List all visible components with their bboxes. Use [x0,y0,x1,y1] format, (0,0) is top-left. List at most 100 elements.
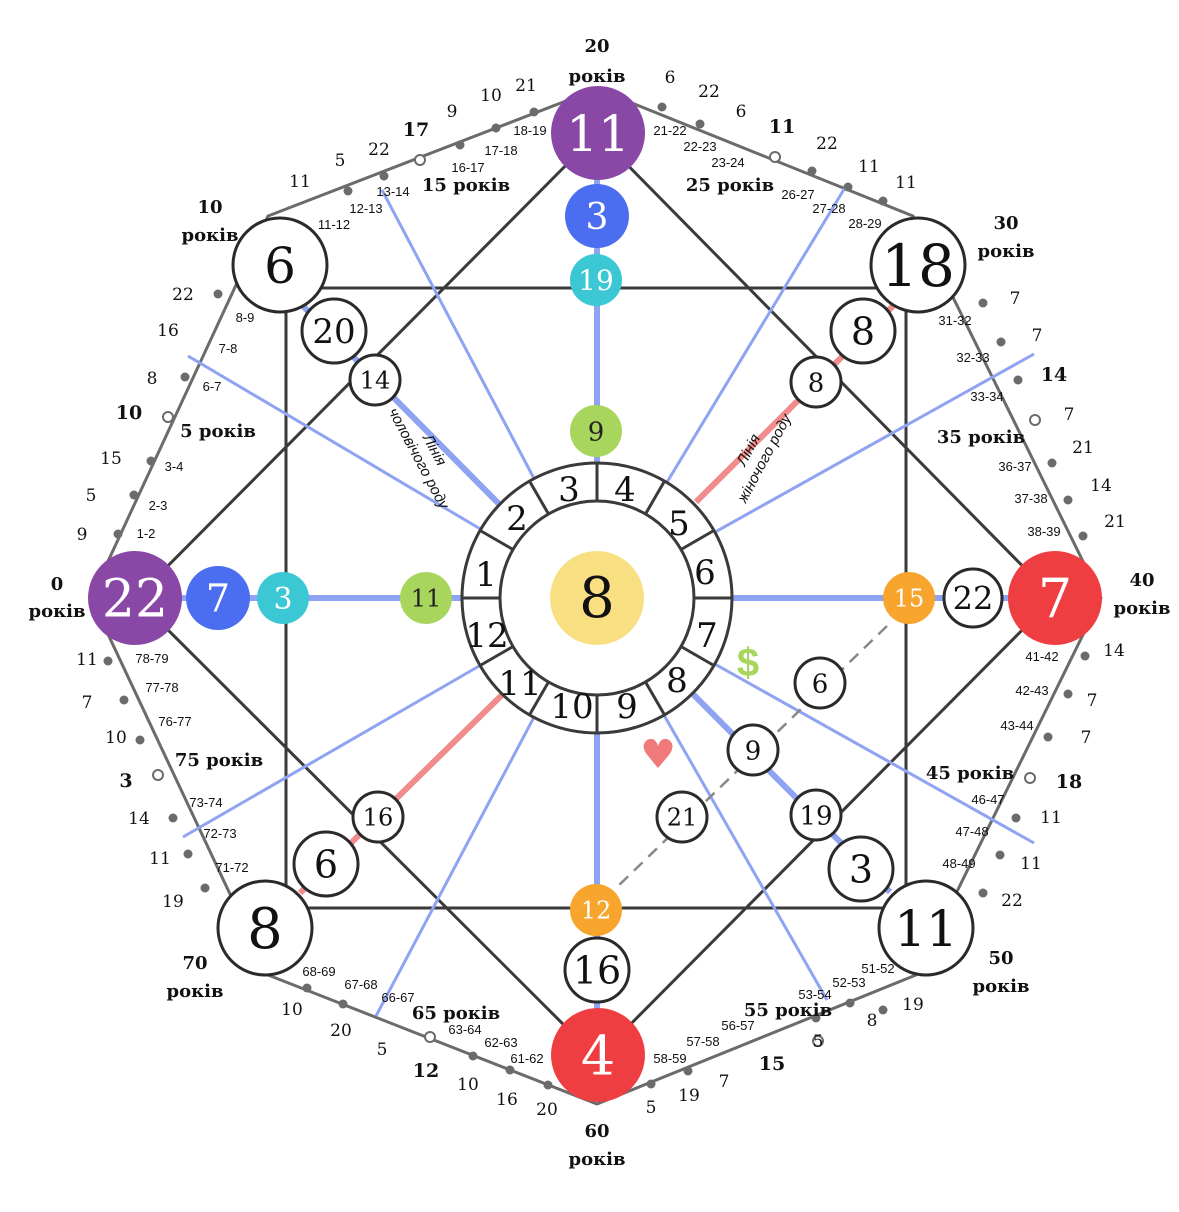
period-label: 52-53 [832,975,865,990]
outer-number: 17 [403,119,429,141]
node-tl-3[interactable]: 14 [348,353,402,407]
ring-number: 9 [616,687,638,727]
period-label: 16-17 [451,160,484,175]
period-label: 17-18 [484,143,517,158]
node-right-main[interactable]: 7 [1008,551,1102,645]
outer-number: 7 [1087,691,1098,711]
period-label: 31-32 [938,313,971,328]
node-value: 16 [363,804,394,832]
age-label: 70 [182,953,207,974]
node-left-3[interactable]: 3 [257,572,309,624]
outer-number: 15 [759,1053,785,1075]
period-label: 67-68 [344,977,377,992]
age-dot [996,337,1006,347]
node-circle [570,884,622,936]
age-dot [491,123,501,133]
node-bl-3[interactable]: 16 [351,790,405,844]
node-top-4[interactable]: 9 [570,405,622,457]
node-circle [942,567,1004,629]
node-tr-2[interactable]: 8 [829,297,897,365]
node-value: 11 [411,585,442,613]
node-money-3[interactable]: 21 [655,790,709,844]
outer-number: 8 [147,369,158,389]
outer-number: 21 [1104,512,1126,532]
outer-number: 22 [698,82,720,102]
age-dot [146,456,156,466]
age-label: років [978,241,1035,262]
node-value: 12 [581,897,612,925]
node-circle [348,353,402,407]
node-circle [726,723,780,777]
node-money-2[interactable]: 9 [726,723,780,777]
outer-number: 7 [82,693,93,713]
node-br-main[interactable]: 11 [877,879,975,977]
age-label: 5 років [180,421,256,442]
age-dot [1063,495,1073,505]
outer-number: 14 [128,809,150,829]
node-tl-main[interactable]: 6 [231,216,329,314]
node-right-2[interactable]: 22 [942,567,1004,629]
period-label: 22-23 [683,139,716,154]
node-top-main[interactable]: 11 [551,86,645,180]
outer-number: 12 [413,1060,439,1082]
age-dot [695,119,705,129]
age-dot [1043,732,1053,742]
node-left-4[interactable]: 11 [400,572,452,624]
node-value: 4 [581,1024,615,1087]
node-br-2[interactable]: 3 [827,835,895,903]
period-label: 2-3 [149,498,168,513]
age-label: років [29,601,86,622]
node-value: 7 [206,577,230,621]
node-value: 15 [894,585,925,613]
node-tr-main[interactable]: 18 [869,216,967,314]
node-right-3[interactable]: 15 [883,572,935,624]
node-value: 8 [247,897,283,962]
period-label: 21-22 [653,123,686,138]
outer-number: 9 [447,102,458,122]
age-dot [845,998,855,1008]
node-circle [300,297,368,365]
outer-number: 14 [1041,364,1067,386]
period-label: 76-77 [158,714,191,729]
node-value: 9 [745,736,762,766]
age-milestone-dot [769,151,781,163]
outer-number: 7 [1064,405,1075,425]
node-bottom-3[interactable]: 12 [570,884,622,936]
node-left-2[interactable]: 7 [186,566,250,630]
ring-number: 6 [694,553,716,593]
age-dot [135,735,145,745]
node-left-main[interactable]: 22 [88,551,182,645]
node-top-2[interactable]: 3 [565,184,629,248]
node-value: 19 [799,801,832,831]
outer-number: 6 [665,68,676,88]
outer-number: 8 [867,1011,878,1031]
period-label: 58-59 [653,1051,686,1066]
node-br-3[interactable]: 19 [789,788,843,842]
node-tl-2[interactable]: 20 [300,297,368,365]
node-bottom-main[interactable]: 4 [551,1008,645,1102]
period-label: 42-43 [1015,683,1048,698]
period-label: 23-24 [711,155,744,170]
period-label: 63-64 [448,1022,481,1037]
outer-number: 5 [646,1098,657,1118]
node-tr-3[interactable]: 8 [789,355,843,409]
node-bl-2[interactable]: 6 [292,830,360,898]
age-dot [657,102,667,112]
period-label: 18-19 [513,123,546,138]
period-label: 53-54 [798,987,831,1002]
node-circle [829,297,897,365]
outer-number: 22 [172,285,194,305]
age-dot [543,1080,553,1090]
outer-number: 3 [119,770,132,792]
age-milestone-dot [152,769,164,781]
center-circle[interactable] [550,551,644,645]
node-bl-main[interactable]: 8 [216,879,314,977]
age-dot [103,656,113,666]
node-top-3[interactable]: 19 [570,254,622,306]
period-label: 43-44 [1000,718,1033,733]
node-value: 3 [586,197,609,238]
outer-number: 7 [1010,289,1021,309]
node-money-1[interactable]: 6 [793,656,847,710]
node-bottom-2[interactable]: 16 [563,936,631,1004]
